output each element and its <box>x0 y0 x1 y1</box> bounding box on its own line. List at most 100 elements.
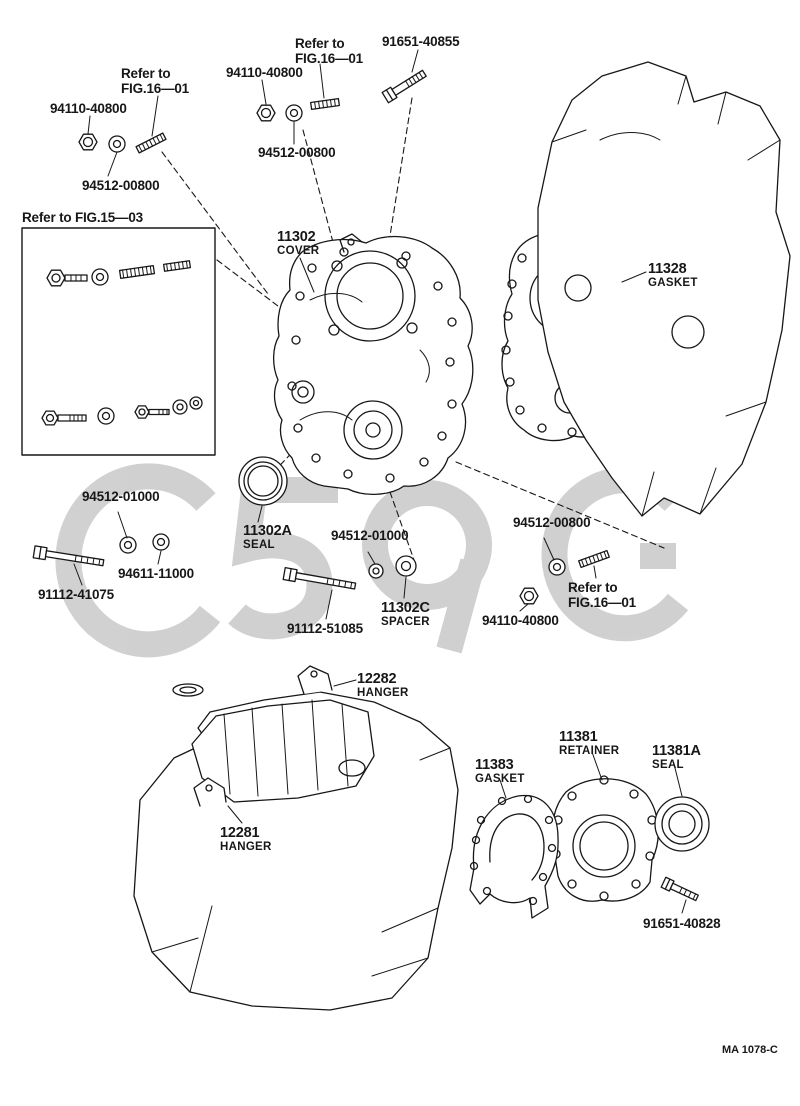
rear-gasket-drawing <box>469 794 559 919</box>
part-94110-40800-left-line-0: 94110-40800 <box>50 101 127 116</box>
part-11383-gasket-line-1: GASKET <box>475 773 525 786</box>
part-91651-40855: 91651-40855 <box>382 34 460 49</box>
box-bolt-1 <box>46 269 88 287</box>
part-91651-40828: 91651-40828 <box>643 916 721 931</box>
hanger-12281-drawing <box>193 777 227 807</box>
washer-94512-top <box>285 104 303 122</box>
part-11302a-seal-line-0: 11302A <box>243 523 292 539</box>
ref-fig16-01-left-line-1: FIG.16—01 <box>121 81 189 97</box>
box-stud-2 <box>162 260 192 272</box>
nut-94110-top <box>256 104 276 122</box>
part-94611-11000-line-0: 94611-11000 <box>118 566 194 581</box>
part-94110-40800-top-line-0: 94110-40800 <box>226 65 303 80</box>
part-11381-retainer-line-1: RETAINER <box>559 745 620 758</box>
part-12282-hanger-line-0: 12282 <box>357 671 397 687</box>
watermark-glyph-1 <box>55 463 221 658</box>
part-11381-retainer-line-0: 11381 <box>559 729 598 745</box>
part-11381a-seal-line-0: 11381A <box>652 743 701 759</box>
part-91112-51085: 91112-51085 <box>287 621 363 636</box>
part-12281-hanger-line-1: HANGER <box>220 841 272 854</box>
part-94110-40800-top: 94110-40800 <box>226 65 303 80</box>
box-washer-1 <box>91 268 109 286</box>
part-94512-01000-mid: 94512-01000 <box>331 528 409 543</box>
part-11302-cover-line-1: COVER <box>277 245 320 258</box>
fig15-box <box>21 227 216 456</box>
ref-fig16-01-left-line-0: Refer to <box>121 66 171 81</box>
watermark-glyph-3-tail <box>436 558 486 654</box>
box-bolt-3 <box>134 405 170 419</box>
watermark-glyph-2 <box>228 477 338 640</box>
box-stud-1 <box>118 265 156 279</box>
timing-cover-outline <box>272 235 474 495</box>
part-94512-00800-top: 94512-00800 <box>258 145 336 160</box>
watermark-glyph-3 <box>362 480 492 610</box>
washer-94512-00800-right <box>548 558 566 576</box>
front-seal-drawing <box>238 456 288 506</box>
part-12282-hanger-line-1: HANGER <box>357 687 409 700</box>
part-94512-00800-right: 94512-00800 <box>513 515 591 530</box>
part-91651-40855-line-0: 91651-40855 <box>382 34 460 49</box>
part-91112-51085-line-0: 91112-51085 <box>287 621 363 636</box>
nut-94110-bottom <box>519 587 539 605</box>
ref-fig15-03-line-0: Refer to FIG.15—03 <box>22 210 143 225</box>
stud-ref16-left <box>135 132 167 154</box>
ref-fig16-01-top-line-0: Refer to <box>295 36 345 51</box>
part-94110-40800-left: 94110-40800 <box>50 101 127 116</box>
part-94512-00800-top-line-0: 94512-00800 <box>258 145 336 160</box>
washer-94512-01000-mid <box>368 563 384 579</box>
part-91112-41075-line-0: 91112-41075 <box>38 587 114 602</box>
part-11302c-spacer-line-0: 11302C <box>381 600 430 616</box>
hardware-top-left <box>78 132 167 154</box>
part-94512-00800-right-line-0: 94512-00800 <box>513 515 591 530</box>
hanger-12282-drawing <box>297 665 333 695</box>
part-11381a-seal-line-1: SEAL <box>652 759 684 772</box>
washer-94611-11000 <box>152 533 170 551</box>
line-art <box>21 49 791 1011</box>
washer-94512-left <box>108 135 126 153</box>
part-94611-11000: 94611-11000 <box>118 566 194 581</box>
part-94110-40800-bottom: 94110-40800 <box>482 613 559 628</box>
bolt-91112-41075 <box>32 545 105 567</box>
hardware-top-middle <box>256 69 427 122</box>
rear-gasket-outline <box>469 794 559 919</box>
engine-block-right-outline <box>537 61 791 517</box>
part-11302-cover-line-0: 11302 <box>277 229 316 245</box>
part-94512-01000-mid-line-0: 94512-01000 <box>331 528 409 543</box>
part-94512-00800-left-line-0: 94512-00800 <box>82 178 160 193</box>
box-bolt-2 <box>41 410 87 426</box>
box-washer-2 <box>97 407 115 425</box>
figure-code: MA 1078-C <box>722 1044 778 1056</box>
part-94512-01000-left: 94512-01000 <box>82 489 160 504</box>
hardware-mid <box>32 533 610 605</box>
rear-retainer-drawing <box>551 775 659 902</box>
part-11328-gasket-line-0: 11328 <box>648 261 687 277</box>
bolt-91651-40855 <box>381 69 427 104</box>
ref-fig16-01-right-line-1: FIG.16—01 <box>568 595 636 611</box>
oil-filler-cap <box>172 683 204 697</box>
part-11302a-seal-line-1: SEAL <box>243 539 275 552</box>
leader-lines <box>73 49 687 914</box>
bolt-91651-40828 <box>660 876 699 902</box>
rear-seal-drawing <box>654 796 710 852</box>
spacer-11302c <box>395 555 417 577</box>
ref-fig15-03: Refer to FIG.15—03 <box>22 210 143 225</box>
engine-block-bottom-drawing <box>133 665 459 1011</box>
engine-block-right-drawing <box>537 61 791 517</box>
part-94512-00800-left: 94512-00800 <box>82 178 160 193</box>
part-11383-gasket-line-0: 11383 <box>475 757 514 773</box>
part-91651-40828-line-0: 91651-40828 <box>643 916 721 931</box>
stud-ref16-top <box>309 97 341 111</box>
timing-cover-drawing <box>272 233 474 495</box>
